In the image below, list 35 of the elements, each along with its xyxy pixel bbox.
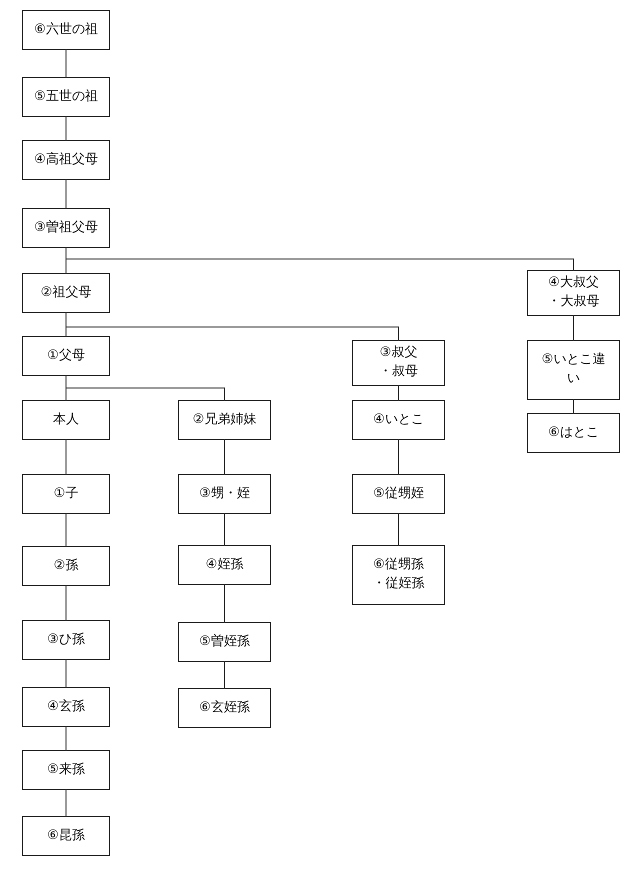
relation-box: ⑥昆孫 [22, 816, 110, 856]
relation-box: ⑥従甥孫・従姪孫 [352, 545, 445, 605]
connector-line [573, 400, 574, 414]
connector-line [224, 662, 225, 688]
relation-box: ③叔父・叔母 [352, 340, 445, 386]
relation-box: 本人 [22, 400, 110, 440]
relation-box: ④玄孫 [22, 687, 110, 727]
relation-box: ③ひ孫 [22, 620, 110, 660]
relation-box: ②兄弟姉妹 [178, 400, 271, 440]
relation-box: ⑥はとこ [527, 413, 620, 453]
relation-box: ④高祖父母 [22, 140, 110, 180]
relation-box: ①子 [22, 474, 110, 514]
relation-box: ⑥玄姪孫 [178, 688, 271, 728]
relation-box: ②孫 [22, 546, 110, 586]
connector-line [66, 376, 225, 400]
connector-line [398, 514, 399, 546]
relation-box: ⑤従甥姪 [352, 474, 445, 514]
relation-box: ③甥・姪 [178, 474, 271, 514]
relation-box: ⑤五世の祖 [22, 77, 110, 117]
relation-box: ④いとこ [352, 400, 445, 440]
connector-line [224, 440, 225, 474]
relation-box: ③曽祖父母 [22, 208, 110, 248]
relation-box: ①父母 [22, 336, 110, 376]
connector-line [398, 386, 399, 400]
relation-box: ②祖父母 [22, 273, 110, 313]
connector-line [224, 584, 225, 622]
relation-box: ④大叔父・大叔母 [527, 270, 620, 316]
relation-box: ⑥六世の祖 [22, 10, 110, 50]
relation-box: ④姪孫 [178, 545, 271, 585]
connector-line [398, 440, 399, 474]
connector-line [224, 514, 225, 546]
relation-box: ⑤来孫 [22, 750, 110, 790]
relation-box: ⑤曽姪孫 [178, 622, 271, 662]
relation-box: ⑤いとこ違い [527, 340, 620, 400]
connector-line [573, 316, 574, 340]
